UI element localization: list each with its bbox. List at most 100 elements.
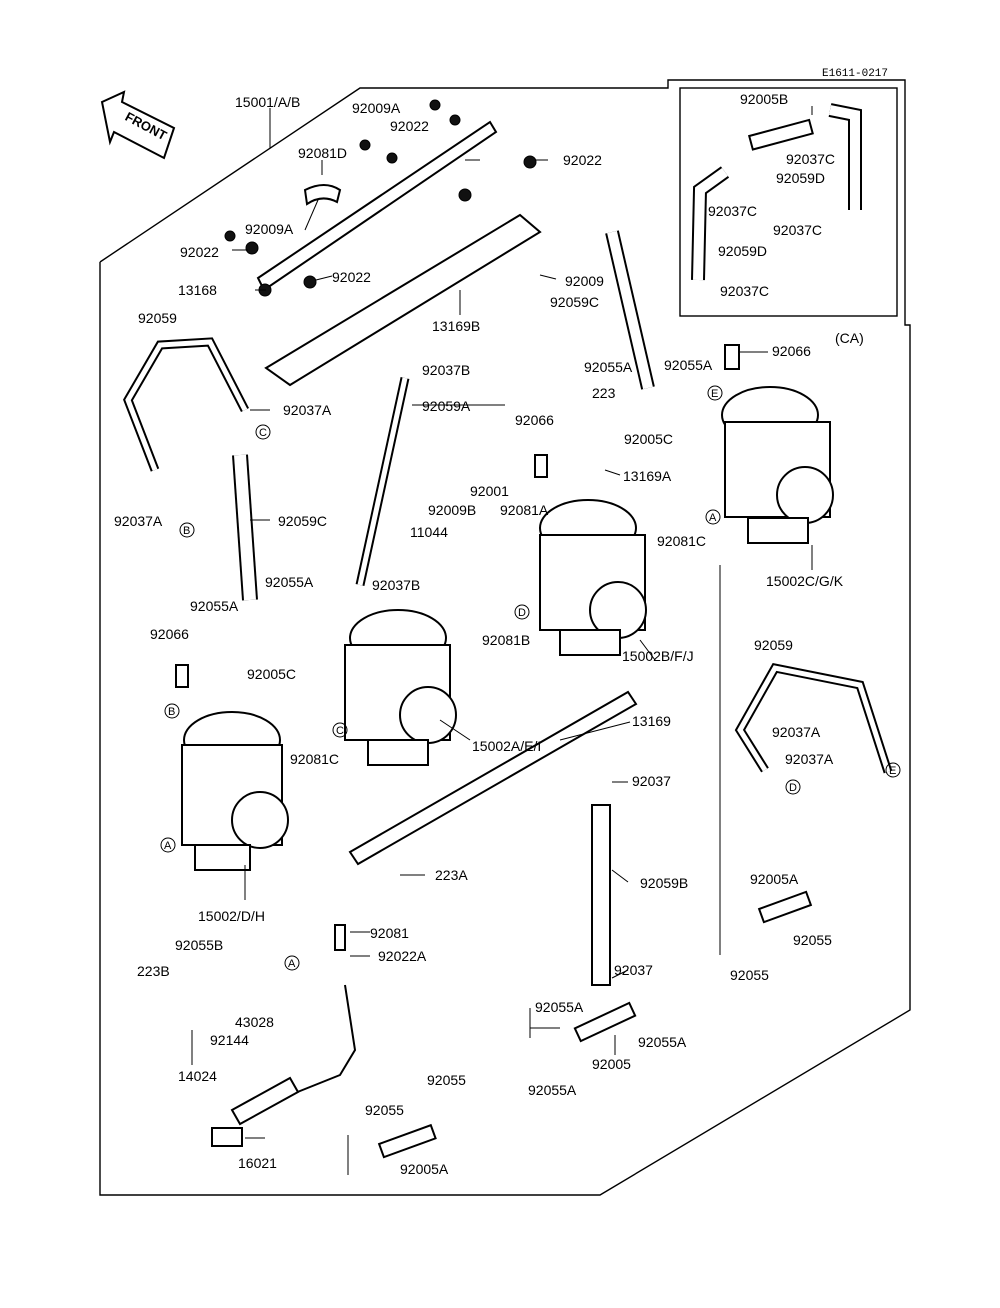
part-label: 92055A <box>638 1034 687 1050</box>
part-label: 14024 <box>178 1068 217 1084</box>
part-label: 92005C <box>624 431 673 447</box>
part-label: 92022 <box>180 244 219 260</box>
diagram-frame <box>99 79 911 1196</box>
part-label: 15002/D/H <box>198 908 265 924</box>
part-label: 11044 <box>410 524 448 540</box>
part-label: 92037C <box>773 222 822 238</box>
part-label: 92081D <box>298 145 347 161</box>
ref-marker-e2: E <box>885 762 901 778</box>
part-label: 92005A <box>750 871 799 887</box>
part-label: 92001 <box>470 483 509 499</box>
part-label: 15002B/F/J <box>622 648 694 664</box>
part-label: 92022 <box>332 269 371 285</box>
leader-lines <box>191 106 813 1175</box>
part-label: 223B <box>137 963 170 979</box>
part-label: 92005C <box>247 666 296 682</box>
part-label: 13169B <box>432 318 480 334</box>
part-label: 92022A <box>378 948 427 964</box>
carburetor-3 <box>539 499 647 656</box>
svg-text:E: E <box>711 388 718 400</box>
part-label: 92055 <box>730 967 769 983</box>
part-label: 92037C <box>786 151 835 167</box>
part-label: 92066 <box>772 343 811 359</box>
svg-text:C: C <box>336 725 344 737</box>
part-label: 92081B <box>482 632 530 648</box>
part-label: 92037B <box>372 577 420 593</box>
part-label: 92037B <box>422 362 470 378</box>
carburetor-4 <box>721 386 834 544</box>
part-label: 92081A <box>500 502 549 518</box>
part-label: 92009B <box>428 502 476 518</box>
part-label: 92037A <box>114 513 163 529</box>
ref-marker-c2: C <box>332 722 348 738</box>
part-label: 92037A <box>785 751 834 767</box>
inset-label: (CA) <box>835 330 864 346</box>
part-label: 92037 <box>614 962 653 978</box>
part-label: 43028 <box>235 1014 274 1030</box>
part-label: 92059B <box>640 875 688 891</box>
part-label: 92009 <box>565 273 604 289</box>
part-label: 92037A <box>772 724 821 740</box>
part-label: 92059 <box>138 310 177 326</box>
part-label: 92081C <box>657 533 706 549</box>
part-label: 92005 <box>592 1056 631 1072</box>
ref-marker-a2: A <box>160 837 176 853</box>
svg-text:A: A <box>288 958 296 970</box>
ref-marker-d2: D <box>785 779 801 795</box>
svg-text:C: C <box>259 427 267 439</box>
svg-text:A: A <box>709 512 717 524</box>
part-label: 92081 <box>370 925 409 941</box>
part-label: 92009A <box>352 100 401 116</box>
part-label: 92055A <box>535 999 584 1015</box>
part-label: 92037A <box>283 402 332 418</box>
part-label: 92005B <box>740 91 788 107</box>
plate-13169b <box>264 213 542 387</box>
part-label: 92055A <box>664 357 713 373</box>
part-label: 92066 <box>150 626 189 642</box>
svg-text:D: D <box>789 782 797 794</box>
part-label: 92059D <box>776 170 825 186</box>
part-label: 92009A <box>245 221 294 237</box>
ref-marker-a1: A <box>705 509 721 525</box>
ref-marker-c1: C <box>255 424 271 440</box>
ref-marker-a3: A <box>284 955 300 971</box>
part-label: 92055A <box>265 574 314 590</box>
svg-text:E: E <box>889 765 896 777</box>
part-label: 92022 <box>390 118 429 134</box>
part-label: 92055A <box>528 1082 577 1098</box>
fuel-rail-bracket <box>224 99 537 297</box>
part-label: 92059 <box>754 637 793 653</box>
part-label: 92055B <box>175 937 223 953</box>
part-label: 223A <box>435 867 468 883</box>
hose-92059b <box>591 804 611 986</box>
part-label: 92059D <box>718 243 767 259</box>
part-label: 92037 <box>632 773 671 789</box>
part-label: 92144 <box>210 1032 249 1048</box>
part-labels: 15001/A/B 92009A 92022 92081D 92022 9200… <box>114 91 864 1177</box>
front-arrow-icon: FRONT <box>100 90 176 160</box>
part-label: 13169A <box>623 468 672 484</box>
part-label: 92055A <box>584 359 633 375</box>
part-label: 92022 <box>563 152 602 168</box>
diagram-code: E1611-0217 <box>822 68 888 80</box>
part-label: 92055A <box>190 598 239 614</box>
part-label: 92081C <box>290 751 339 767</box>
part-label: 13169 <box>632 713 671 729</box>
part-label: 15001/A/B <box>235 94 300 110</box>
svg-text:A: A <box>164 840 172 852</box>
part-label: 92059A <box>422 398 471 414</box>
carburetor-1 <box>181 711 289 871</box>
part-label: 15002C/G/K <box>766 573 844 589</box>
part-label: 92055 <box>427 1072 466 1088</box>
svg-text:B: B <box>183 525 190 537</box>
part-label: 223 <box>592 385 616 401</box>
part-label: 92037C <box>720 283 769 299</box>
carburetor-2 <box>344 609 457 766</box>
ref-marker-d1: D <box>514 604 530 620</box>
ref-markers: C B E A D C B A D E A <box>160 385 901 971</box>
part-label: 92066 <box>515 412 554 428</box>
part-label: 92055 <box>365 1102 404 1118</box>
part-label: 92059C <box>278 513 327 529</box>
